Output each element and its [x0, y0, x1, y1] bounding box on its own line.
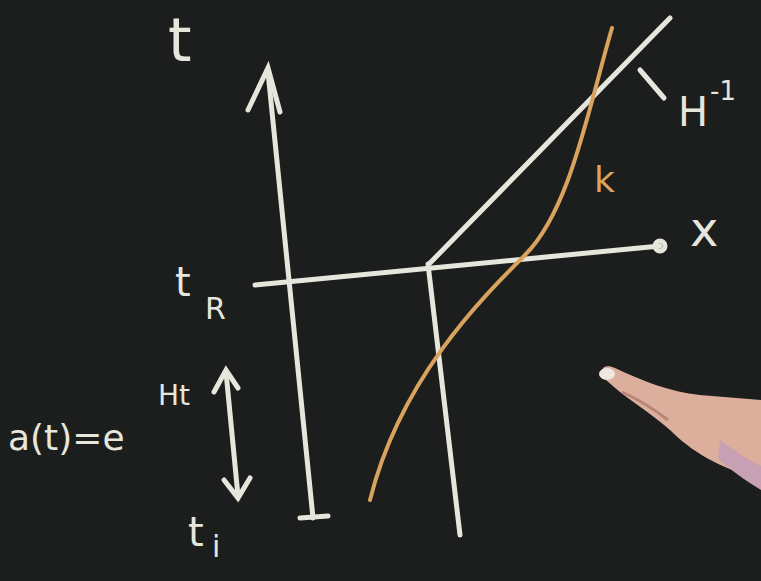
space-axis — [255, 246, 660, 285]
axis-tick — [300, 516, 328, 518]
mode-wavelength-curve — [370, 28, 612, 500]
wavenumber-label: k — [594, 162, 615, 198]
worldline — [428, 264, 460, 535]
subscript: R — [205, 294, 226, 324]
subscript: i — [212, 532, 220, 562]
axis-label: x — [690, 205, 718, 253]
axis-arrowhead — [655, 241, 665, 251]
axis-label: t — [168, 10, 192, 70]
superscript: Ht — [158, 382, 190, 410]
time-label: t — [188, 512, 204, 552]
time-axis — [268, 72, 313, 518]
hand — [599, 366, 761, 490]
light-ray — [430, 18, 670, 263]
interval-arrow — [226, 372, 238, 496]
arrowhead — [214, 370, 238, 392]
scale-factor-formula: a(t)=e — [8, 420, 125, 456]
leader-line — [640, 70, 664, 98]
time-label: t — [175, 262, 191, 302]
superscript: -1 — [710, 78, 736, 104]
hubble-radius-label: H — [678, 92, 708, 132]
axis-arrowhead — [248, 68, 280, 112]
arrowhead — [224, 478, 250, 498]
